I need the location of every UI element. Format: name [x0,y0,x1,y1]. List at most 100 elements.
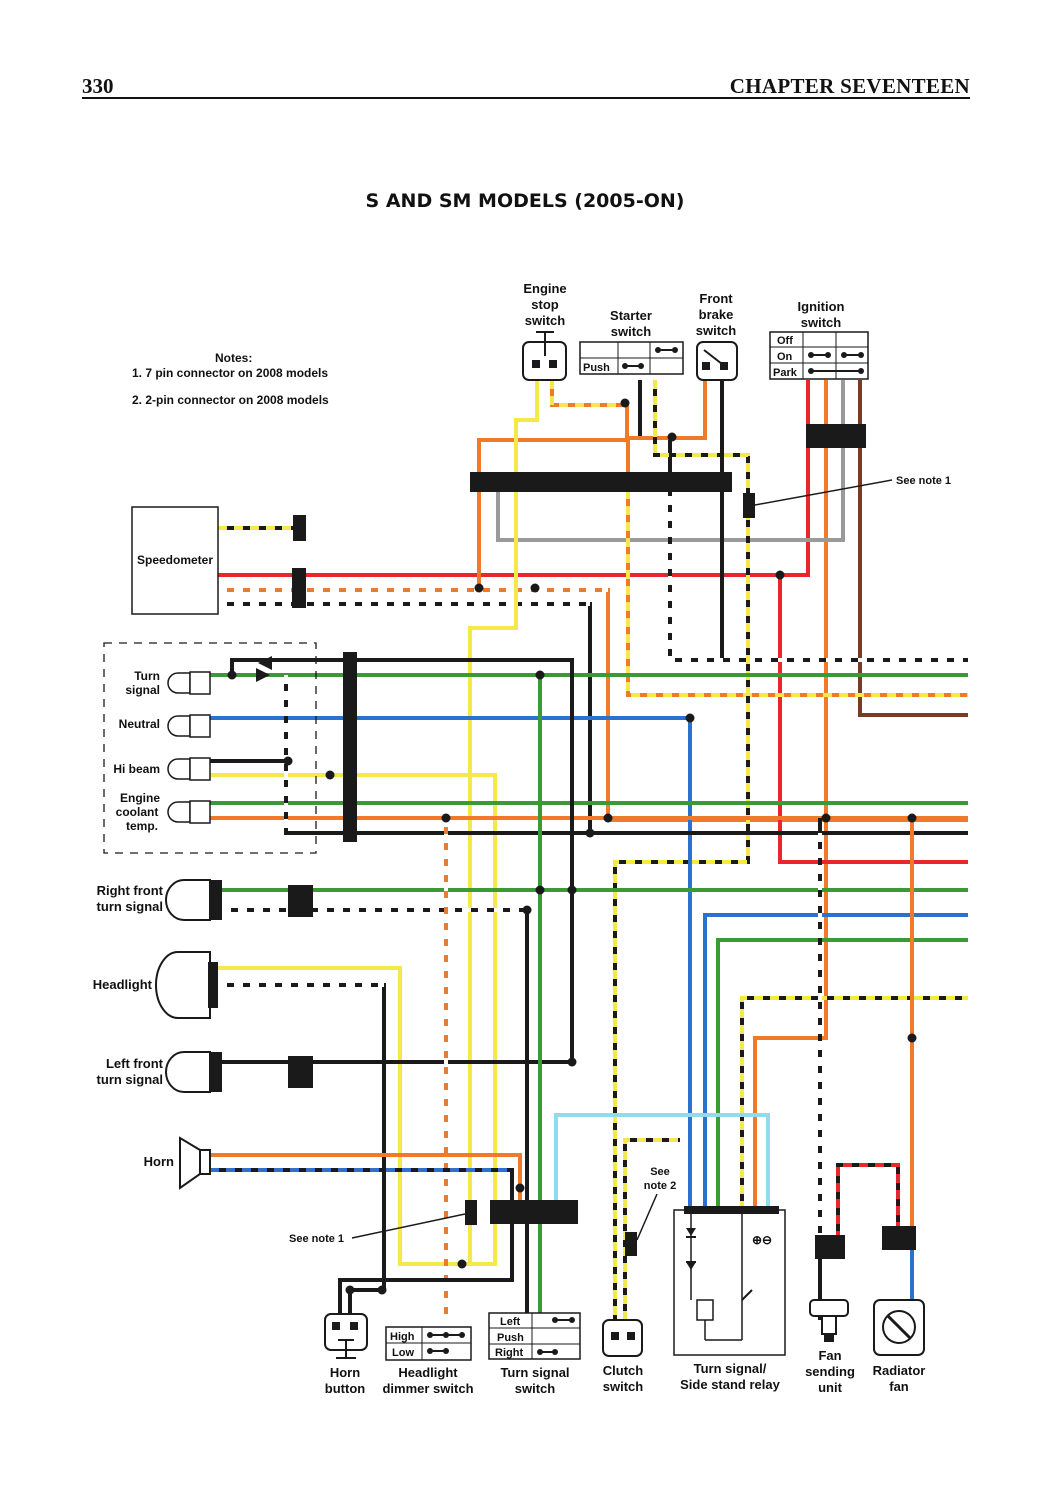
wire-estop-yellow [468,380,539,1264]
bottom-connector [490,1200,578,1224]
diagram-title: S AND SM MODELS (2005-ON) [365,190,685,212]
wire-red-right [778,575,968,864]
svg-text:Left front: Left front [106,1056,164,1071]
svg-text:Left: Left [500,1316,521,1328]
wire-horn-blue [210,1168,514,1320]
wire-long-black [284,675,968,835]
chapter-title: CHAPTER SEVENTEEN [729,74,970,98]
svg-text:coolant: coolant [116,805,159,819]
svg-text:⊕⊖: ⊕⊖ [752,1233,772,1247]
svg-text:See note 1: See note 1 [289,1233,344,1245]
notes: Notes: 1. 7 pin connector on 2008 models… [132,351,329,407]
svg-text:Radiator: Radiator [873,1363,926,1378]
svg-text:signal: signal [125,683,160,697]
svg-text:sending: sending [805,1364,855,1379]
svg-text:Clutch: Clutch [603,1363,644,1378]
svg-text:turn signal: turn signal [97,899,163,914]
svg-text:Turn signal: Turn signal [500,1365,569,1380]
indicator-cluster: Turn signal Neutral Hi beam Engine coola… [103,642,317,854]
turn-signal-switch: Left Push Right Turn signal switch [488,1312,581,1396]
svg-text:See: See [650,1166,670,1178]
wire-blue-main [210,716,692,1210]
callout-note2: See note 2 [636,1166,676,1241]
note-item-2: 2. 2-pin connector on 2008 models [132,393,329,407]
svg-text:Hi beam: Hi beam [113,762,160,776]
lf-connector [288,1056,313,1088]
front-brake-switch: Front brake switch [696,291,738,381]
svg-text:Park: Park [773,367,798,379]
wire-speedo-orange [218,588,968,822]
headlight: Headlight [93,951,218,1019]
svg-text:switch: switch [525,313,566,328]
svg-text:Right front: Right front [97,883,164,898]
svg-text:Low: Low [392,1347,414,1359]
wire-lightblue [554,1113,770,1210]
svg-text:switch: switch [515,1381,556,1396]
main-connector-top [470,472,732,492]
svg-text:Speedometer: Speedometer [137,553,213,567]
left-front-turn-signal: Left front turn signal [97,1051,222,1093]
svg-text:Right: Right [495,1347,523,1359]
wire-ign-brown [858,380,968,717]
wire-black-vert [222,660,574,1064]
svg-text:Push: Push [583,362,610,374]
wire-yellow-black [613,380,750,1320]
svg-text:brake: brake [699,307,734,322]
fan-connector [882,1226,916,1250]
note-item-1: 1. 7 pin connector on 2008 models [132,366,328,380]
rf-connector [288,885,313,917]
note1-connector-bottom [465,1200,477,1225]
svg-text:Engine: Engine [523,281,566,296]
radiator-fan: Radiator fan [873,1299,926,1394]
note1-connector-top [743,493,755,518]
svg-text:button: button [325,1381,365,1396]
svg-text:unit: unit [818,1380,842,1395]
wire-starter-black [638,380,968,662]
svg-text:See note 1: See note 1 [896,475,951,487]
svg-text:Horn: Horn [144,1154,174,1169]
svg-text:Headlight: Headlight [398,1365,458,1380]
header-rule [82,97,970,99]
ignition-switch: Ignition switch Off On Park [769,299,869,380]
svg-text:High: High [390,1331,415,1343]
svg-text:turn signal: turn signal [97,1072,163,1087]
horn-button: Horn button [324,1313,368,1396]
svg-text:Ignition: Ignition [798,299,845,314]
indicator-connector [343,652,357,842]
callout-note1-bottom: See note 1 [289,1213,466,1245]
notes-heading: Notes: [215,351,252,365]
wire-brake-orange [626,380,968,697]
svg-text:Side stand relay: Side stand relay [680,1377,780,1392]
svg-text:switch: switch [603,1379,644,1394]
horn: Horn [144,1136,211,1190]
turn-signal-relay: ⊕⊖ Turn signal/ Side stand relay [673,1206,786,1392]
wire-ign-orange [753,380,828,1210]
speedo-connector [292,568,306,608]
svg-text:switch: switch [696,323,737,338]
fan-sending-unit: Fan sending unit [805,1299,855,1395]
svg-text:Horn: Horn [330,1365,360,1380]
svg-text:switch: switch [801,315,842,330]
headlight-dimmer-switch: High Low Headlight dimmer switch [382,1326,474,1396]
engine-stop-switch: Engine stop switch [522,281,567,381]
starter-switch: Starter switch Push [579,308,684,375]
fan-unit-connector [815,1235,845,1259]
wire-yb-right [740,996,968,1210]
svg-text:On: On [777,351,793,363]
svg-text:fan: fan [889,1379,909,1394]
connectors [227,398,917,1295]
svg-text:Turn: Turn [134,669,160,683]
svg-text:Push: Push [497,1332,524,1344]
wire-blue-right [703,913,968,1210]
wires [210,380,968,1320]
wire-green-right [716,938,968,1210]
note2-connector [625,1232,637,1256]
right-front-turn-signal: Right front turn signal [97,879,222,921]
svg-text:Off: Off [777,335,793,347]
svg-text:note 2: note 2 [644,1180,676,1192]
svg-text:dimmer switch: dimmer switch [382,1381,473,1396]
page-number: 330 [82,74,114,98]
svg-text:Neutral: Neutral [119,717,160,731]
speedometer: Speedometer [131,506,219,615]
